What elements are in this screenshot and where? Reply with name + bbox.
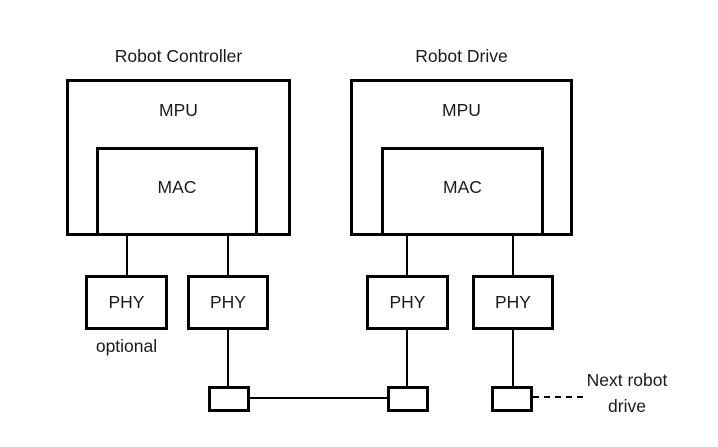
connector-line-mac1-phy2 — [227, 236, 229, 275]
robot-controller-mac-label: MAC — [157, 177, 197, 197]
robot-controller-mac-box — [96, 147, 258, 236]
connector-line-mac2-phy4 — [512, 236, 514, 275]
phy-label: PHY — [108, 292, 145, 312]
connector-line-phy3-node2 — [406, 330, 408, 386]
bus-node-box-3 — [491, 386, 533, 412]
phy-box-drive-right: PHY — [472, 275, 554, 330]
optional-annotation: optional — [95, 336, 158, 356]
phy-label: PHY — [210, 292, 246, 312]
connector-line-phy2-node1 — [227, 330, 229, 386]
robot-drive-mac-box — [381, 147, 544, 236]
robot-drive-mac-label: MAC — [443, 177, 482, 197]
phy-label: PHY — [389, 292, 426, 312]
phy-box-drive-left: PHY — [366, 275, 449, 330]
next-robot-drive-line1: Next robot — [586, 370, 668, 390]
connector-line-mac2-phy3 — [406, 236, 408, 275]
robot-controller-title: Robot Controller — [114, 46, 243, 66]
connector-line-node1-node2 — [250, 397, 387, 399]
bus-node-box-1 — [208, 386, 250, 412]
bus-node-box-2 — [387, 386, 429, 412]
next-robot-drive-annotation: Next robot drive — [566, 367, 688, 419]
phy-box-controller-optional: PHY — [85, 275, 168, 330]
robot-drive-mpu-label: MPU — [442, 100, 481, 120]
next-robot-drive-line2: drive — [608, 396, 646, 416]
connector-line-mac1-phy1 — [126, 236, 128, 275]
robot-drive-title: Robot Drive — [415, 46, 508, 66]
phy-box-controller-main: PHY — [187, 275, 269, 330]
robot-controller-mpu-label: MPU — [159, 100, 198, 120]
phy-label: PHY — [495, 292, 531, 312]
dashed-connector-next-drive — [533, 396, 583, 398]
connector-line-phy4-node3 — [512, 330, 514, 386]
